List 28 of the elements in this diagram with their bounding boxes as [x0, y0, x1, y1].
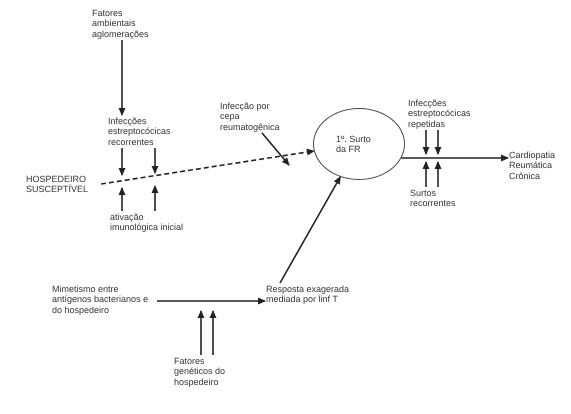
arrow [422, 161, 430, 187]
arrow [210, 310, 216, 355]
arrow [152, 148, 158, 174]
arrow [434, 161, 442, 187]
node-label: 1º. Surto da FR [336, 134, 372, 154]
text-label: HOSPEDEIRO SUSCEPTÍVEL [26, 174, 90, 195]
arrow [118, 148, 126, 176]
arrow [152, 185, 158, 211]
arrow [261, 132, 290, 166]
text-label: Mimetismo entre antígenos bacterianos e do hospedeiro [52, 284, 150, 316]
arrow [401, 154, 509, 162]
text-label: Resposta exagerada mediada por linf T [266, 284, 350, 305]
text-label: Fatores genéticos do hospedeiro [174, 356, 226, 388]
text-label: Infecções estreptocócicas recorrentes [108, 116, 172, 148]
arrow [118, 40, 126, 116]
text-label: Cardiopatia Reumática Crônica [509, 150, 556, 182]
arrow [422, 130, 430, 155]
text-label: Surtos recorrentes [410, 188, 457, 209]
text-label: Infecções estreptocócicas repetidas [408, 98, 472, 130]
arrow [198, 310, 204, 355]
arrow [100, 148, 315, 185]
arrow [434, 130, 442, 155]
arrow [118, 187, 126, 211]
arrow [279, 176, 341, 284]
text-label: ativação imunológica inicial [110, 212, 184, 233]
text-label: Infecção por cepa reumatogênica [220, 101, 281, 132]
arrow [157, 298, 266, 304]
text-label: Fatores ambientais aglomerações [92, 8, 150, 40]
